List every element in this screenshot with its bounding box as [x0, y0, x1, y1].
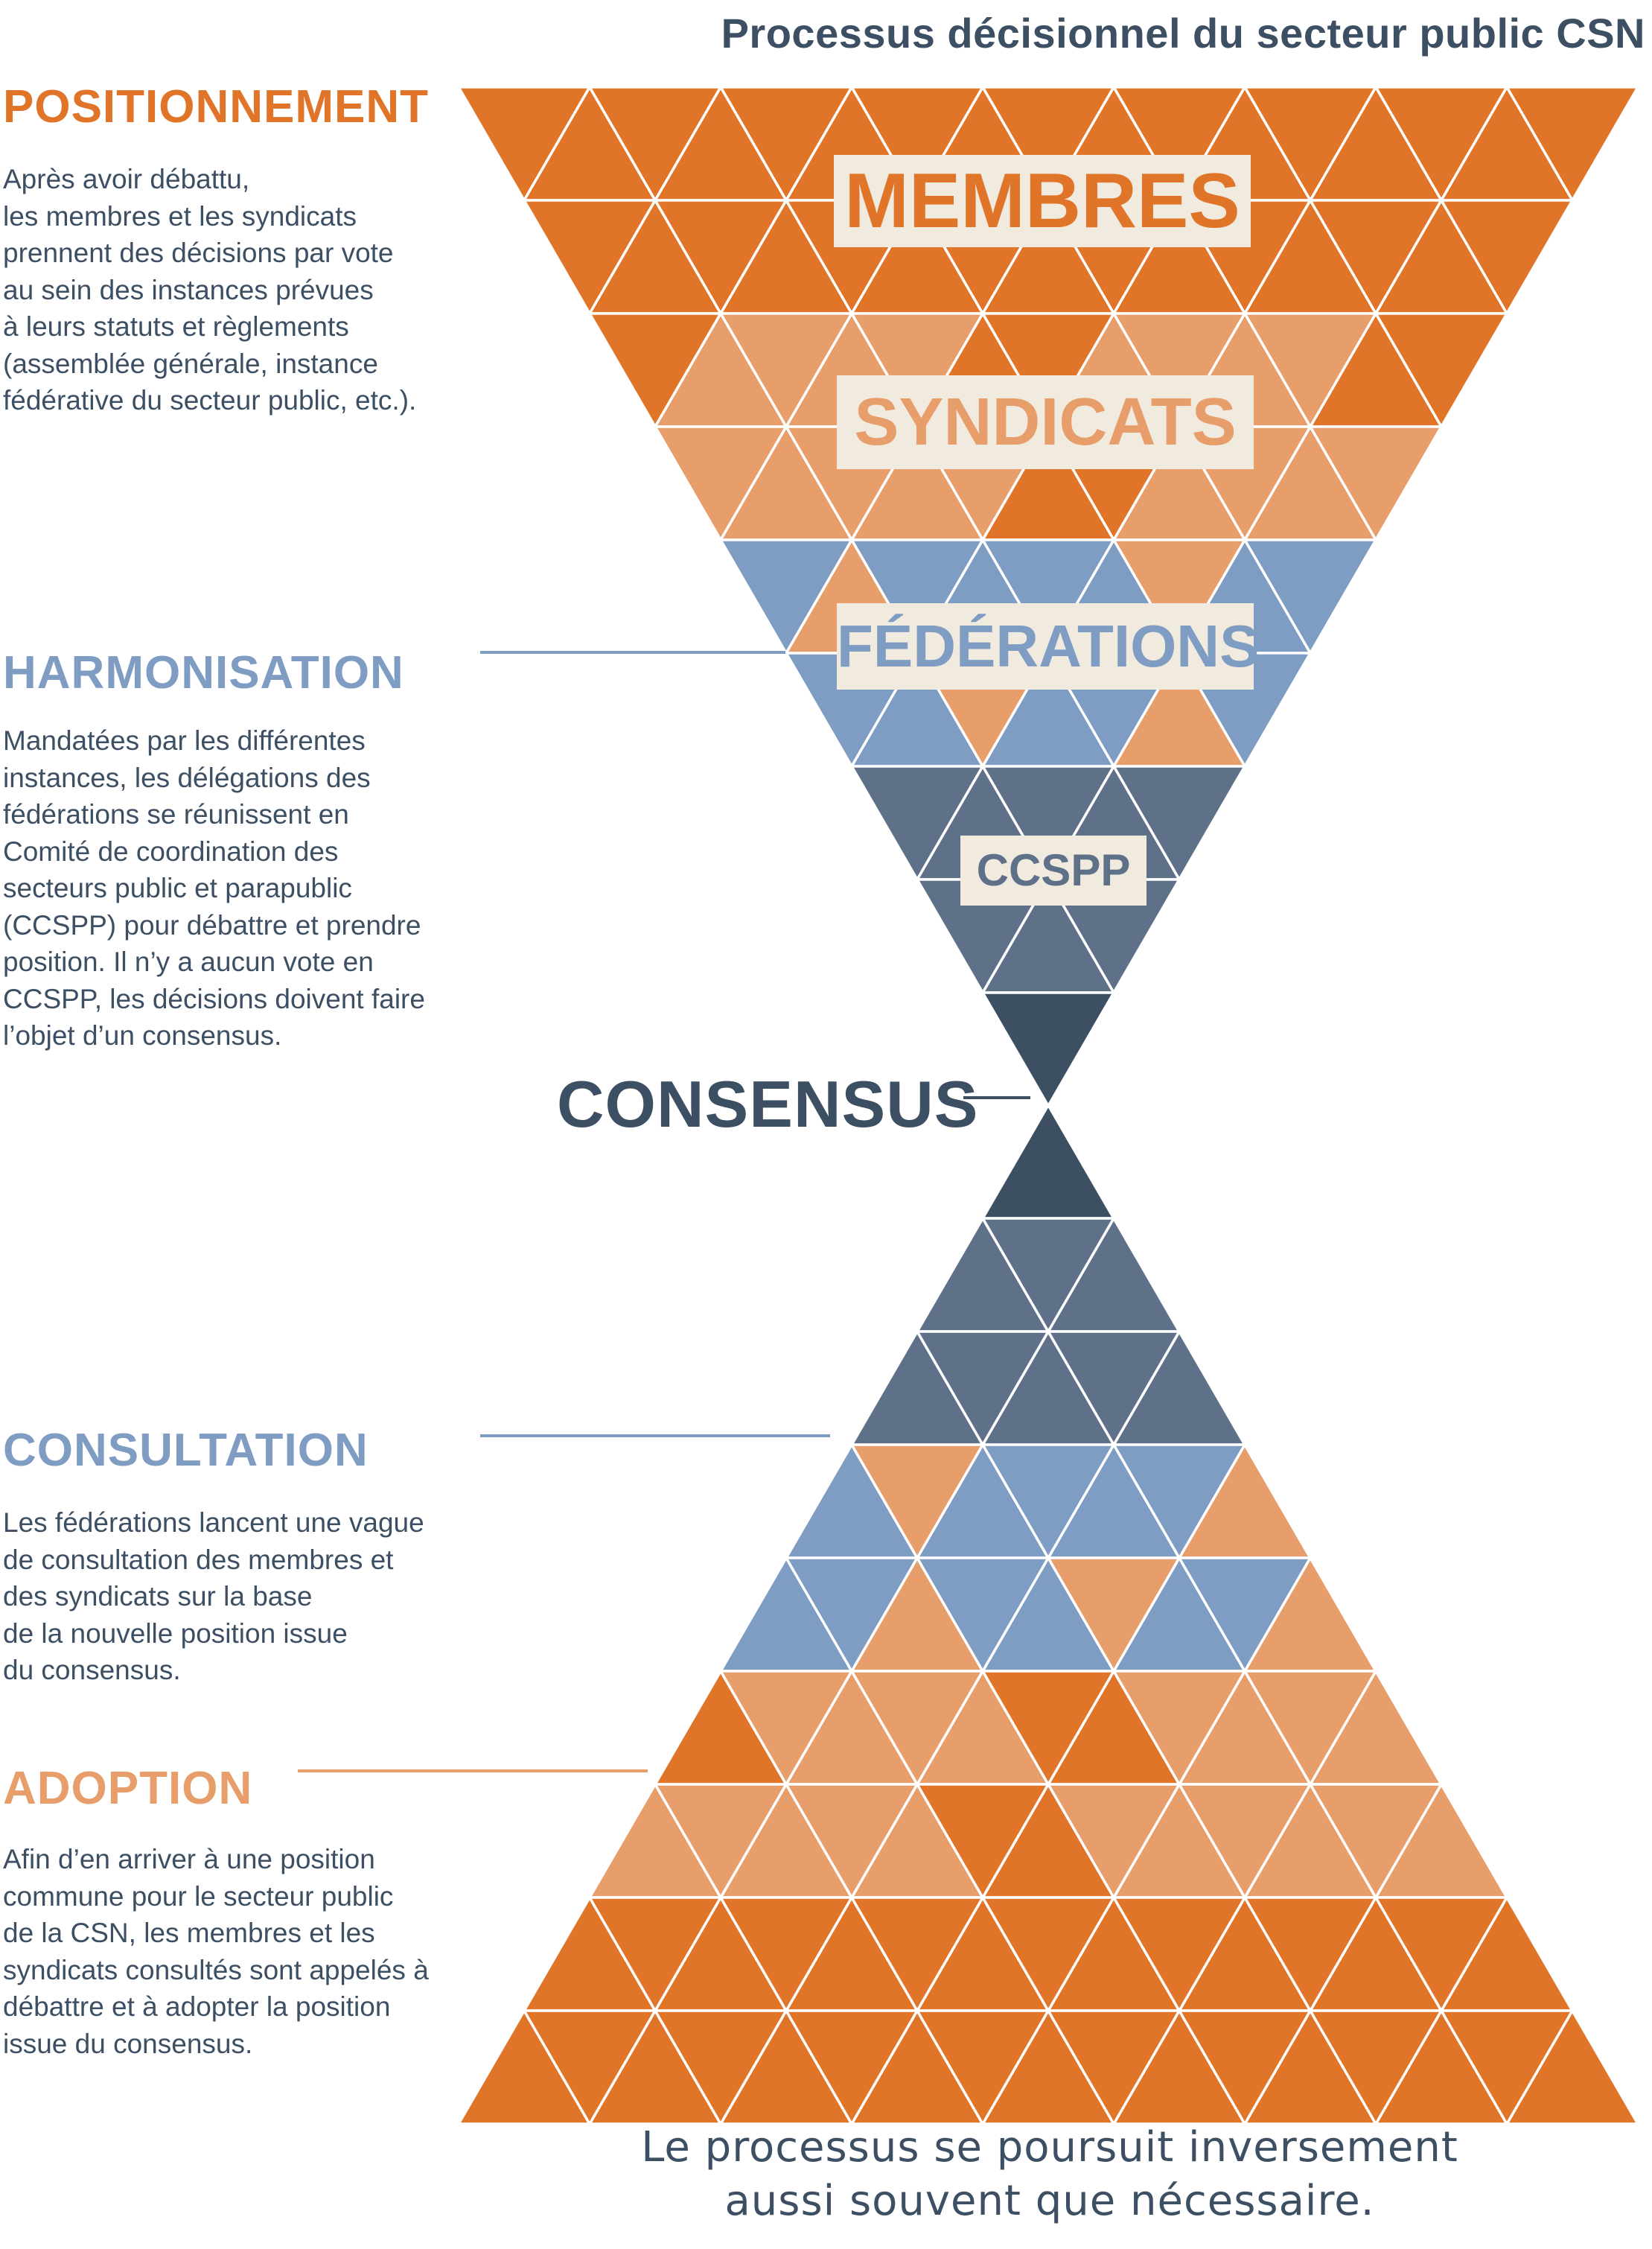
section-text-adoption: Afin d’en arriver à une position commune…	[3, 1844, 429, 2059]
lower-tile	[1112, 1896, 1246, 2012]
lower-tile	[981, 1670, 1115, 1786]
lower-tile	[1178, 1556, 1312, 1673]
connector-line-consultation	[480, 1434, 830, 1437]
lower-tile	[1374, 1896, 1508, 2012]
lower-tile	[1047, 1556, 1181, 1673]
lower-tile	[654, 1783, 788, 1899]
connector-line-consensus	[963, 1096, 1030, 1099]
lower-tile	[588, 1896, 722, 2012]
lower-tile	[981, 1443, 1115, 1559]
section-heading-consultation: CONSULTATION	[3, 1425, 369, 1476]
lower-tile	[785, 1783, 919, 1899]
lower-tile	[1112, 1670, 1246, 1786]
section-text-harmonisation: Mandatées par les différentes instances,…	[3, 725, 425, 1051]
connector-line-adoption	[298, 1769, 648, 1772]
lower-tile	[785, 1556, 919, 1673]
section-heading-positionnement: POSITIONNEMENT	[3, 81, 430, 133]
lower-tile	[1309, 1783, 1443, 1899]
lower-tile	[654, 2009, 788, 2125]
lower-tile	[850, 1443, 984, 1559]
section-text-positionnement: Après avoir débattu, les membres et les …	[3, 164, 417, 416]
lower-tile	[916, 2009, 1050, 2125]
lower-tile	[981, 1896, 1115, 2012]
lower-tile	[785, 2009, 919, 2125]
section-text-consultation: Les fédérations lancent une vague de con…	[3, 1507, 424, 1685]
connector-line-harmonisation	[480, 651, 785, 654]
lower-tile	[850, 1896, 984, 2012]
consensus-label: CONSENSUS	[557, 1067, 979, 1141]
section-heading-adoption: ADOPTION	[3, 1763, 253, 1814]
lower-tile	[1112, 1443, 1246, 1559]
lower-tile	[1047, 1783, 1181, 1899]
lower-tile	[1440, 2009, 1574, 2125]
lower-tile	[1243, 1670, 1377, 1786]
lower-tile	[1243, 1896, 1377, 2012]
level-label-federations: FÉDÉRATIONS	[837, 603, 1259, 690]
lower-tile	[981, 1217, 1115, 1333]
lower-tile	[1178, 2009, 1312, 2125]
lower-tile	[916, 1783, 1050, 1899]
level-label-ccspp: CCSPP	[960, 836, 1146, 906]
section-heading-harmonisation: HARMONISATION	[3, 647, 404, 699]
level-label-membres: MEMBRES	[834, 155, 1251, 247]
lower-tile	[981, 1104, 1115, 1220]
lower-tile	[1047, 1330, 1181, 1446]
upper-tile	[981, 991, 1115, 1107]
lower-tile	[719, 1670, 853, 1786]
lower-tile	[719, 1896, 853, 2012]
lower-tile	[1309, 2009, 1443, 2125]
lower-tile	[916, 1330, 1050, 1446]
lower-tile	[1047, 2009, 1181, 2125]
lower-tile	[1178, 1783, 1312, 1899]
footer-note: Le processus se poursuit inversement aus…	[641, 2123, 1458, 2225]
level-label-syndicats: SYNDICATS	[837, 375, 1254, 469]
page-title: Processus décisionnel du secteur public …	[721, 10, 1645, 57]
lower-tile	[523, 2009, 657, 2125]
lower-tile	[850, 1670, 984, 1786]
lower-tile	[916, 1556, 1050, 1673]
